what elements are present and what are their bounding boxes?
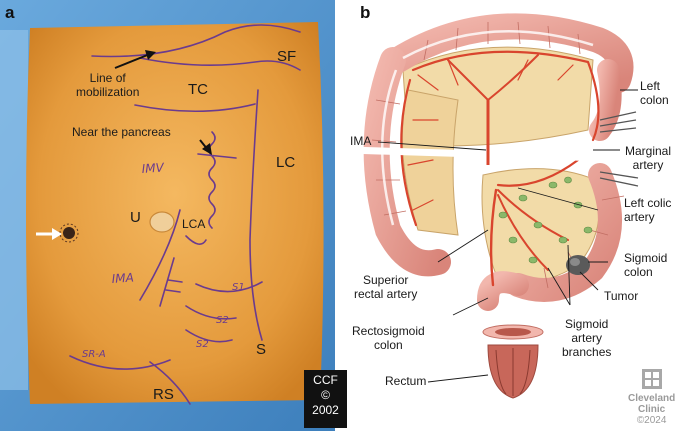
marginal-artery-path: [411, 50, 600, 142]
near-pancreas-label: Near the pancreas: [72, 125, 171, 139]
imv-crossbar: [197, 153, 237, 159]
rs-label: RS: [153, 386, 174, 403]
sra-curve: [69, 355, 171, 370]
imv-text: IMV: [141, 160, 165, 176]
ccf-line-3: 2002: [312, 403, 339, 417]
umbilicus: [149, 211, 175, 233]
rectum-illustration: [482, 324, 544, 399]
tc-label: TC: [188, 81, 208, 98]
clamp-lower: [599, 171, 639, 187]
sf-curve: [91, 24, 301, 58]
lc-line: [249, 89, 263, 341]
pancreas-arrow: [199, 139, 212, 155]
rs-curve: [149, 361, 191, 405]
ima-vertical: [159, 257, 175, 307]
clamp-upper: [599, 111, 637, 133]
marker-text: IMV IMA S1 S2 S2 SR-A: [82, 160, 245, 360]
s-label: S: [256, 341, 267, 358]
sigmoid-colon-label: Sigmoid colon: [624, 251, 668, 279]
mobilization-line-upper: [139, 57, 301, 71]
cleveland-clinic-mark-icon: [641, 369, 662, 389]
ima-label: IMA: [350, 134, 372, 148]
ccf-line-1: CCF: [313, 373, 338, 387]
marginal-artery-label: Marginal artery: [625, 144, 672, 172]
lc-label: LC: [276, 154, 296, 171]
left-colon-segment: [589, 59, 622, 141]
abdomen-skin: [26, 22, 324, 404]
rectosigmoid-colon-label: Rectosigmoid colon: [352, 324, 425, 352]
logo-line-3: ©2024: [636, 415, 667, 426]
s2b-text: S2: [196, 339, 209, 350]
superior-rectal-artery-label: Superior rectal artery: [354, 273, 418, 301]
line-of-mobilization-label: Line of mobilization: [76, 71, 140, 99]
u-label: U: [130, 209, 141, 226]
arteries: [400, 50, 600, 287]
panel-a-letter: a: [5, 3, 15, 22]
division-line: [347, 146, 669, 164]
sigmoid-colon: [506, 163, 622, 302]
tumor-label: Tumor: [604, 289, 639, 303]
anatomy-illustration-panel: [347, 13, 669, 399]
port-mark: [63, 227, 75, 239]
copyright-ccf-box: CCF © 2002: [304, 370, 347, 428]
s1-text: S1: [232, 282, 245, 293]
lca-label: LCA: [182, 217, 206, 231]
white-arrow: [36, 228, 62, 240]
transverse-colon: [385, 13, 634, 93]
cleveland-clinic-logo: Cleveland Clinic ©2024: [628, 368, 675, 426]
ccf-line-2: ©: [321, 388, 330, 402]
middle-colic: [447, 54, 539, 101]
rectosigmoid-colon: [477, 271, 529, 311]
leader-lines: [377, 89, 638, 383]
left-boundary: [139, 209, 181, 301]
taenia-strip-2: [380, 69, 398, 226]
left-colon-label: Left colon: [640, 79, 669, 107]
taenia-strip: [402, 29, 594, 60]
small-branches: [407, 59, 574, 211]
logo-line-1: Cleveland: [628, 393, 676, 404]
drape-fold-left: [0, 30, 28, 390]
lymph-nodes: [498, 176, 593, 264]
logo-line-2: Clinic: [638, 404, 666, 415]
left-mesentery: [401, 89, 459, 236]
surgical-photo-panel: IMV IMA S1 S2 S2 SR-A: [0, 0, 335, 431]
lca-branch: [185, 235, 207, 245]
s2-curve-a: [185, 305, 237, 320]
sigmoid-branch-2: [497, 194, 549, 271]
tc-line: [134, 103, 256, 113]
tumor-mass: [566, 255, 590, 275]
sra-text: SR-A: [82, 349, 106, 360]
s2a-text: S2: [216, 315, 229, 326]
sigmoid-branch-1: [497, 189, 569, 241]
left-colic-artery-path: [496, 158, 580, 187]
sigmoid-artery-branches-label: Sigmoid artery branches: [562, 317, 612, 359]
superior-rectal-artery-path: [489, 188, 498, 287]
s1-curve: [195, 281, 263, 293]
panel-b-letter: b: [360, 3, 371, 22]
rectum-label: Rectum: [385, 374, 427, 388]
mobilization-arrow: [114, 50, 156, 69]
ima-text: IMA: [111, 270, 134, 286]
ima-ticks: [165, 279, 183, 293]
s2-curve-b: [185, 329, 233, 343]
sf-label: SF: [277, 48, 297, 65]
left-colic-artery-label: Left colic artery: [624, 196, 672, 224]
